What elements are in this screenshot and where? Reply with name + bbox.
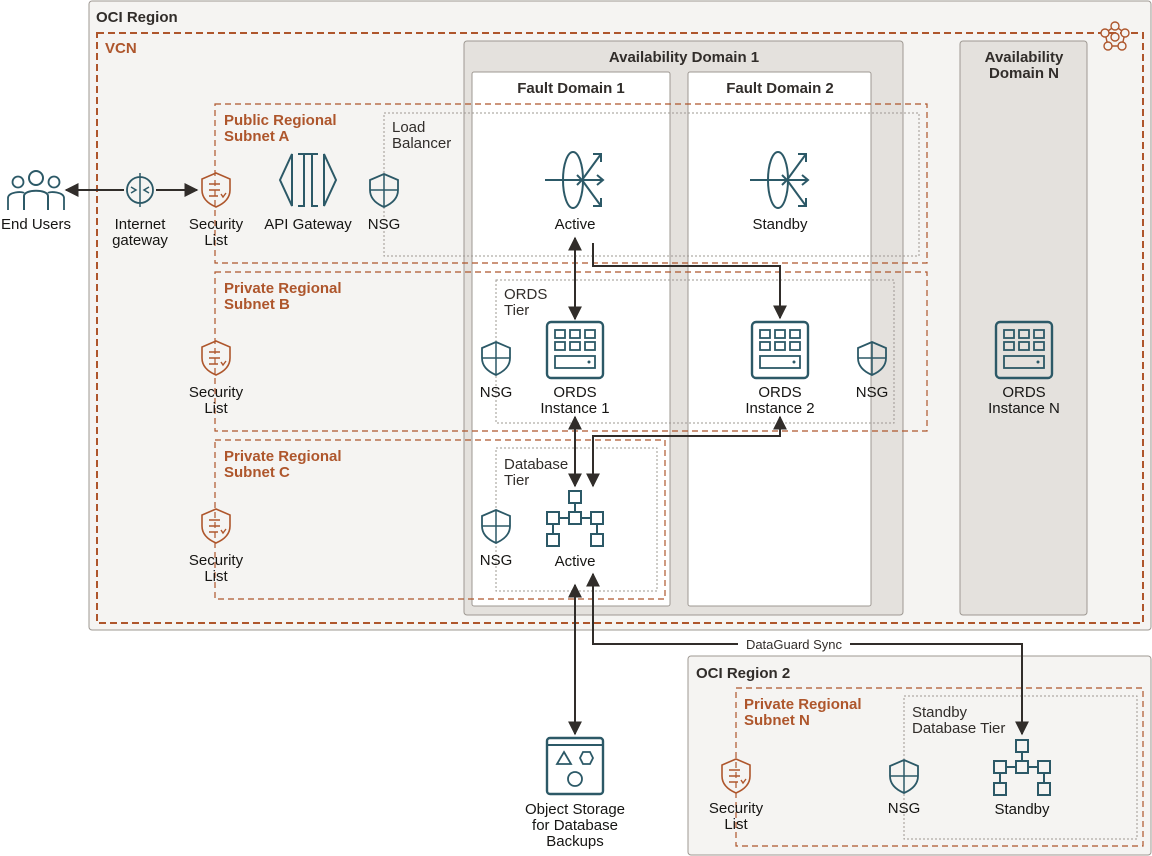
fault-domain-2-title: Fault Domain 2 <box>726 80 834 97</box>
api-gateway-label: API Gateway <box>264 216 352 233</box>
object-storage-icon <box>545 736 605 796</box>
lb-active-label: Active <box>555 216 596 233</box>
users-icon <box>7 170 65 210</box>
oci-region-title: OCI Region <box>96 9 178 26</box>
availability-domain-1-title: Availability Domain 1 <box>609 49 759 66</box>
subnet-a-label-1: Public Regional <box>224 112 337 129</box>
security-list-c-label-1: Security <box>189 552 244 569</box>
database-tier-label-2: Tier <box>504 472 529 489</box>
ords-tier-label-1: ORDS <box>504 286 547 303</box>
subnet-a-label-2: Subnet A <box>224 128 289 145</box>
api-gateway-icon <box>278 153 338 207</box>
database-tier-label-1: Database <box>504 456 568 473</box>
fault-domain-1-title: Fault Domain 1 <box>517 80 625 97</box>
internet-gateway-label-1: Internet <box>115 216 167 233</box>
internet-gateway-label-2: gateway <box>112 232 168 249</box>
security-list-c-label-2: List <box>204 568 228 585</box>
subnet-c <box>214 439 666 600</box>
security-list-n-label-2: List <box>724 816 748 833</box>
nsg-a-label: NSG <box>368 216 401 233</box>
ords2-label-2: Instance 2 <box>745 400 814 417</box>
internet-gateway-icon <box>126 173 154 207</box>
object-storage-label-3: Backups <box>546 833 604 850</box>
ords-tier-label-2: Tier <box>504 302 529 319</box>
subnet-b-label-2: Subnet B <box>224 296 290 313</box>
availability-domain-n <box>959 40 1088 616</box>
object-storage-label-1: Object Storage <box>525 801 625 818</box>
lb-ords2-arrow <box>592 243 787 320</box>
dataguard-sync-label: DataGuard Sync <box>746 637 843 652</box>
security-list-a-label-2: List <box>204 232 228 249</box>
ordsn-label-2: Instance N <box>988 400 1060 417</box>
oci-region-2-box <box>687 655 1152 856</box>
object-storage-label-2: for Database <box>532 817 618 834</box>
security-list-b-label-1: Security <box>189 384 244 401</box>
nsg-n-label: NSG <box>888 800 921 817</box>
nsg-ords2-label: NSG <box>856 384 889 401</box>
security-list-b-label-2: List <box>204 400 228 417</box>
nsg-ords1-label: NSG <box>480 384 513 401</box>
ords2-db-arrow <box>586 415 787 488</box>
subnet-n-label-1: Private Regional <box>744 696 862 713</box>
subnet-b-label-1: Private Regional <box>224 280 342 297</box>
security-list-n-label-1: Security <box>709 800 764 817</box>
lb-standby-label: Standby <box>752 216 808 233</box>
vcn-icon <box>1100 21 1130 51</box>
db-standby-label: Standby <box>994 801 1050 818</box>
subnet-c-label-1: Private Regional <box>224 448 342 465</box>
db-active-label: Active <box>555 553 596 570</box>
subnet-n-label-2: Subnet N <box>744 712 810 729</box>
nsg-db-label: NSG <box>480 552 513 569</box>
load-balancer-tier-label-1: Load <box>392 119 425 136</box>
standby-database-tier-label-1: Standby <box>912 704 968 721</box>
subnet-c-label-2: Subnet C <box>224 464 290 481</box>
end-users-label: End Users <box>1 216 71 233</box>
load-balancer-tier-label-2: Balancer <box>392 135 451 152</box>
ordsn-label-1: ORDS <box>1002 384 1045 401</box>
vcn-title: VCN <box>105 40 137 57</box>
standby-database-tier-label-2: Database Tier <box>912 720 1005 737</box>
security-list-a-label-1: Security <box>189 216 244 233</box>
ords2-label-1: ORDS <box>758 384 801 401</box>
availability-domain-n-title-2: Domain N <box>989 65 1059 82</box>
dataguard-label-bg <box>738 636 850 652</box>
ords1-label-2: Instance 1 <box>540 400 609 417</box>
oci-region-2-title: OCI Region 2 <box>696 665 790 682</box>
availability-domain-n-title-1: Availability <box>985 49 1064 66</box>
ords1-label-1: ORDS <box>553 384 596 401</box>
